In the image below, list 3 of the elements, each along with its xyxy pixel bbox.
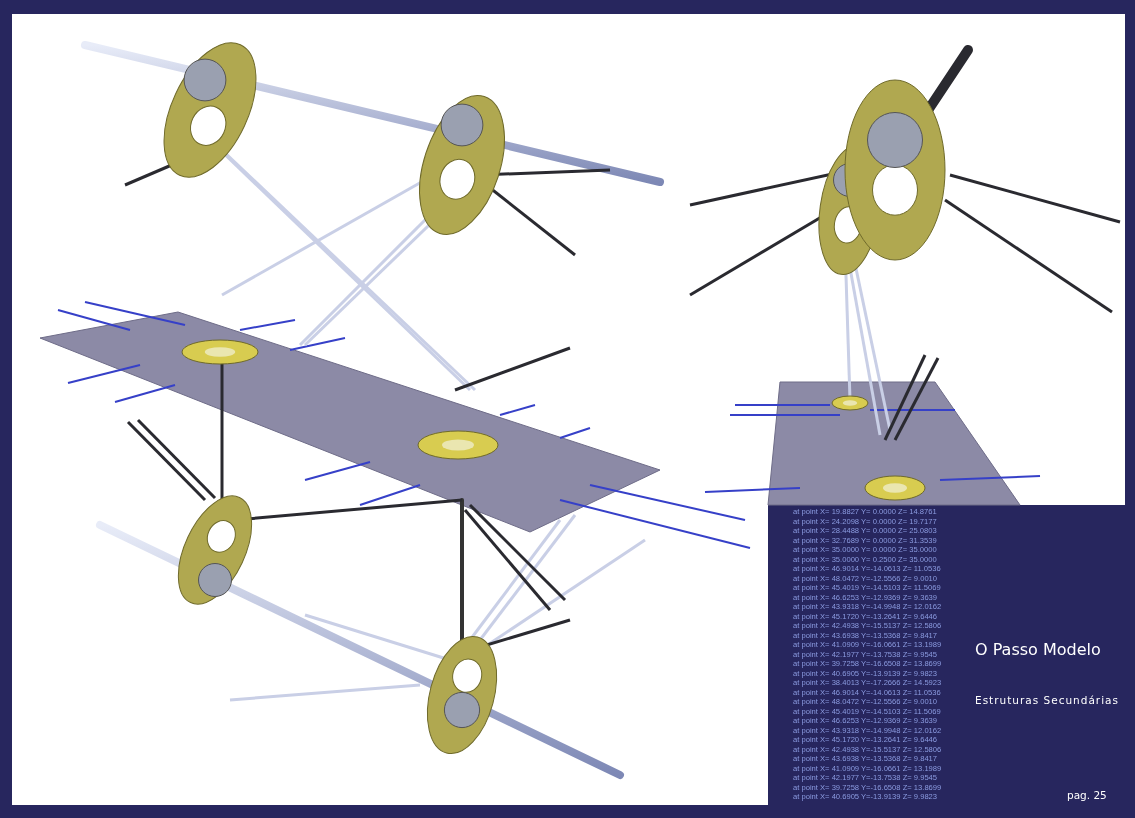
section-subtitle: Estruturas Secundárias (975, 694, 1119, 706)
page-number: pag. 25 (1067, 789, 1107, 801)
page-title: O Passo Modelo (975, 640, 1101, 659)
